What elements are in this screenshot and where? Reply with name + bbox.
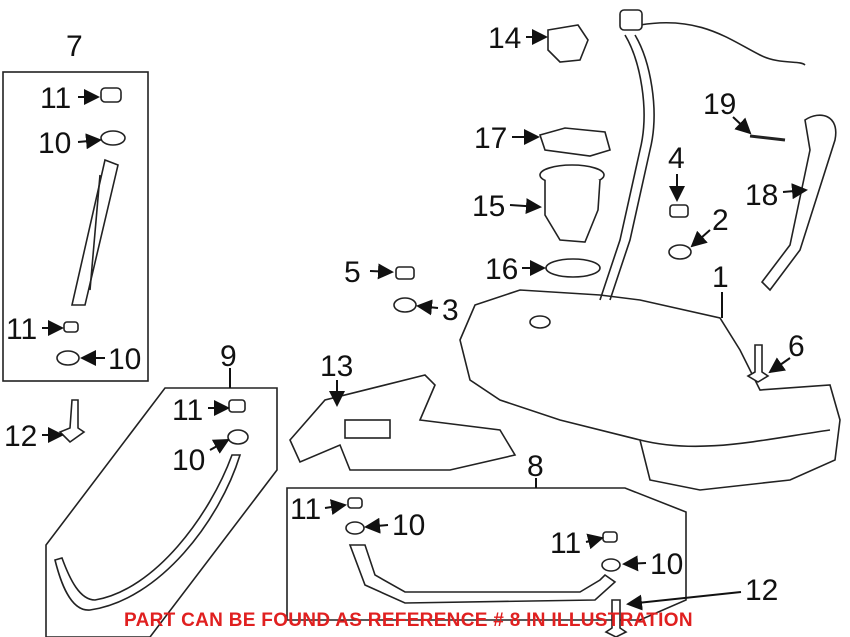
shield-panel — [344, 419, 391, 439]
gasket-17 — [538, 127, 611, 157]
callout-17: 17 — [474, 122, 507, 155]
vent-line — [639, 21, 806, 66]
callout-19: 19 — [703, 88, 736, 121]
filler-hose-18 — [760, 114, 837, 292]
callout-13: 13 — [320, 350, 353, 383]
washer-2 — [668, 244, 692, 260]
callout-10: 10 — [108, 343, 141, 376]
bolt-6 — [746, 344, 770, 383]
filler-head — [619, 9, 643, 31]
nut-4 — [669, 204, 689, 218]
washer-10 — [345, 521, 365, 535]
callout-15: 15 — [472, 190, 505, 223]
nut-5 — [395, 266, 415, 280]
callout-12: 12 — [4, 420, 37, 453]
filler-tube — [599, 34, 645, 301]
group-box-7 — [2, 71, 149, 382]
callout-2: 2 — [712, 204, 729, 237]
leader-arrows — [42, 29, 808, 611]
callout-4: 4 — [668, 142, 685, 175]
fuel-pump-15 — [539, 164, 605, 243]
callout-11: 11 — [6, 313, 37, 346]
callout-10: 10 — [392, 509, 425, 542]
callout-12: 12 — [745, 574, 778, 607]
nut-11 — [100, 87, 122, 103]
filler-tube-edge — [609, 34, 655, 301]
reference-caption: PART CAN BE FOUND AS REFERENCE # 8 IN IL… — [124, 610, 693, 631]
callout-11: 11 — [550, 527, 581, 560]
callout-10: 10 — [172, 444, 205, 477]
group-box-8 — [286, 487, 687, 621]
washer-10 — [601, 558, 621, 572]
nut-11 — [347, 497, 363, 509]
nut-11 — [63, 321, 79, 333]
strap-8 — [348, 544, 617, 604]
seal-ring-16 — [545, 258, 601, 278]
callout-7: 7 — [66, 30, 83, 63]
tank-seam — [639, 429, 831, 448]
callout-11: 11 — [290, 493, 321, 526]
callout-14: 14 — [488, 22, 521, 55]
callout-3: 3 — [442, 294, 459, 327]
callout-9: 9 — [220, 340, 237, 373]
nut-11 — [228, 399, 246, 413]
bolt-12 — [58, 399, 86, 444]
callout-10: 10 — [650, 548, 683, 581]
bolt-19 — [749, 134, 786, 142]
callout-6: 6 — [788, 330, 805, 363]
tank-port — [529, 315, 551, 329]
washer-10 — [100, 130, 126, 146]
callout-1: 1 — [712, 261, 729, 294]
nut-11 — [602, 531, 618, 543]
strap-left — [70, 158, 119, 306]
fuel-tank-1 — [459, 289, 841, 491]
washer-3 — [393, 297, 417, 313]
callout-16: 16 — [485, 253, 518, 286]
washer-10 — [56, 350, 80, 366]
washer-10 — [227, 429, 249, 445]
callout-18: 18 — [745, 179, 778, 212]
callout-8: 8 — [527, 450, 544, 483]
bolt-12 — [604, 599, 628, 637]
group-box-9 — [45, 387, 278, 637]
heat-shield-13 — [289, 374, 517, 471]
fuel-cap-14 — [547, 24, 589, 63]
callout-11: 11 — [172, 394, 203, 427]
callout-10: 10 — [38, 127, 71, 160]
callout-5: 5 — [344, 256, 361, 289]
strap-9 — [54, 454, 242, 611]
callout-11: 11 — [40, 82, 71, 115]
